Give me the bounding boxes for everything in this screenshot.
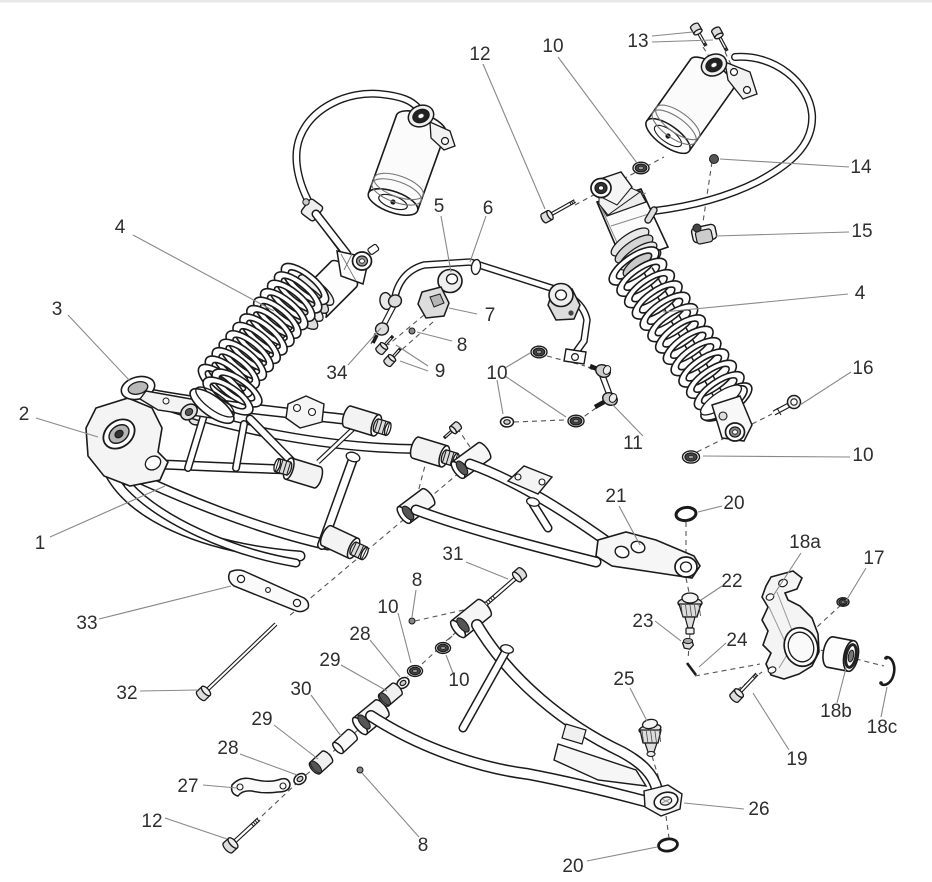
svg-text:2: 2 [19, 404, 30, 425]
svg-text:21: 21 [605, 486, 626, 507]
svg-text:12: 12 [141, 811, 162, 832]
svg-text:10: 10 [542, 36, 563, 57]
svg-text:18c: 18c [867, 717, 898, 738]
svg-text:4: 4 [855, 283, 866, 304]
svg-text:6: 6 [483, 198, 494, 219]
svg-text:22: 22 [721, 571, 742, 592]
svg-text:12: 12 [469, 44, 490, 65]
svg-text:5: 5 [434, 196, 445, 217]
svg-text:25: 25 [613, 669, 634, 690]
svg-text:8: 8 [412, 570, 423, 591]
svg-text:20: 20 [562, 856, 583, 877]
svg-text:7: 7 [485, 305, 496, 326]
svg-text:16: 16 [852, 358, 873, 379]
svg-text:18b: 18b [820, 701, 852, 722]
svg-text:10: 10 [852, 445, 873, 466]
svg-text:34: 34 [326, 363, 348, 384]
svg-text:30: 30 [290, 679, 311, 700]
svg-text:13: 13 [627, 31, 648, 52]
svg-text:9: 9 [435, 361, 446, 382]
svg-text:14: 14 [850, 157, 872, 178]
svg-text:8: 8 [418, 835, 429, 856]
svg-text:23: 23 [632, 611, 653, 632]
svg-text:33: 33 [76, 613, 97, 634]
svg-text:29: 29 [251, 709, 272, 730]
svg-text:3: 3 [52, 299, 63, 320]
svg-text:32: 32 [116, 683, 137, 704]
svg-text:19: 19 [786, 749, 807, 770]
svg-text:10: 10 [448, 670, 469, 691]
svg-text:27: 27 [177, 776, 198, 797]
svg-text:17: 17 [863, 548, 884, 569]
svg-text:28: 28 [349, 624, 370, 645]
svg-text:24: 24 [726, 630, 748, 651]
svg-text:8: 8 [457, 335, 468, 356]
svg-text:28: 28 [217, 738, 238, 759]
svg-text:11: 11 [623, 433, 643, 454]
svg-text:31: 31 [442, 544, 463, 565]
svg-text:29: 29 [319, 650, 340, 671]
svg-text:10: 10 [486, 363, 507, 384]
svg-text:15: 15 [851, 221, 872, 242]
svg-text:20: 20 [723, 493, 744, 514]
svg-text:18a: 18a [789, 532, 821, 553]
svg-text:26: 26 [748, 799, 769, 820]
svg-text:1: 1 [35, 533, 46, 554]
svg-text:10: 10 [377, 597, 398, 618]
svg-text:4: 4 [115, 217, 126, 238]
